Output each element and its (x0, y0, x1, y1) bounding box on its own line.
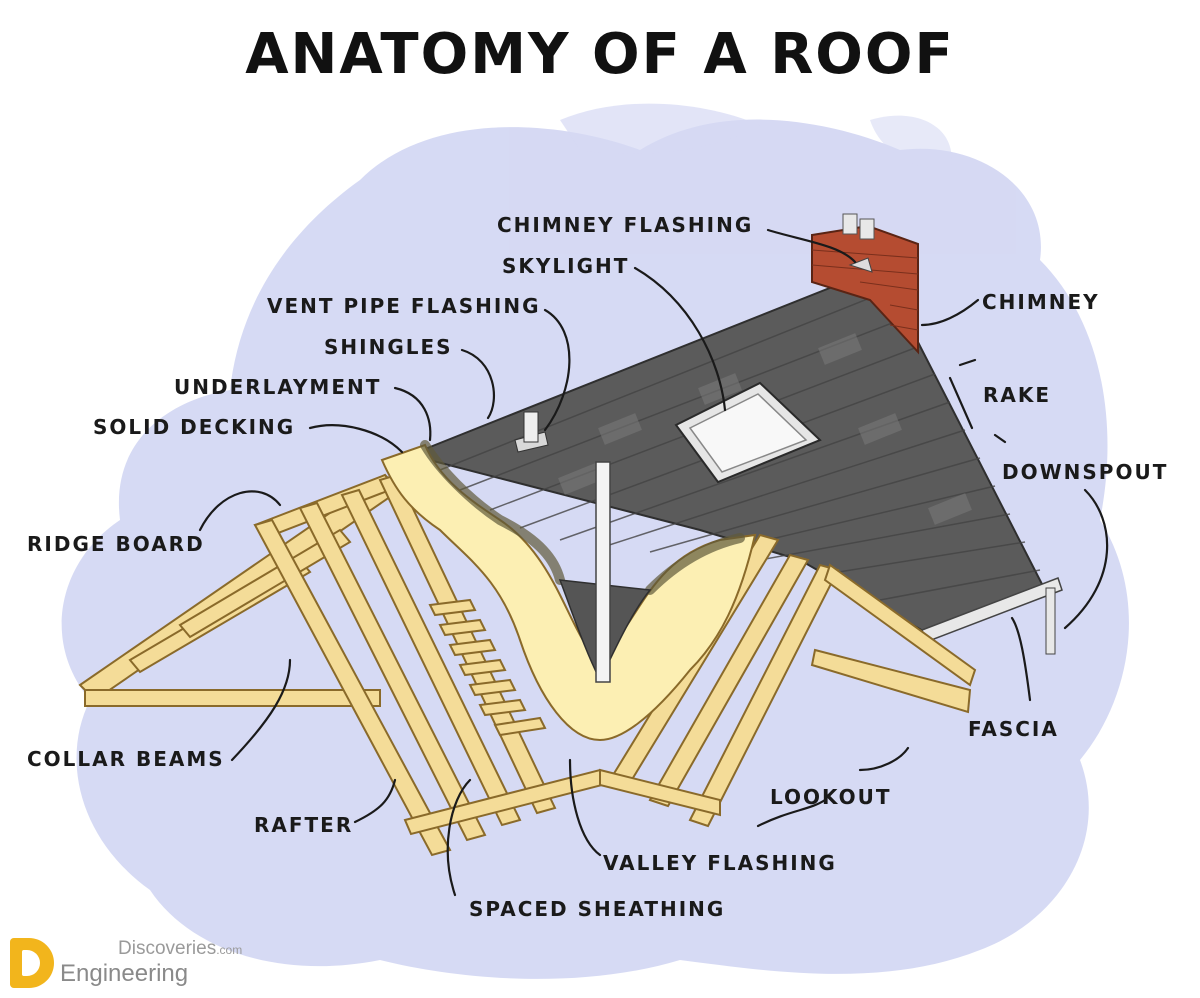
label-vent-pipe-flashing: VENT PIPE FLASHING (267, 294, 541, 318)
label-fascia: FASCIA (968, 717, 1059, 741)
label-downspout: DOWNSPOUT (1002, 460, 1169, 484)
leader-arrows (198, 228, 1109, 897)
label-spaced-sheathing: SPACED SHEATHING (469, 897, 726, 921)
label-shingles: SHINGLES (324, 335, 453, 359)
label-collar-beams: COLLAR BEAMS (27, 747, 225, 771)
label-chimney-flashing: CHIMNEY FLASHING (497, 213, 754, 237)
brand-logo: Discoveries.com Engineering (10, 936, 270, 992)
label-rake: RAKE (983, 383, 1052, 407)
diagram-title: ANATOMY OF A ROOF (245, 22, 955, 87)
label-lookout: LOOKOUT (770, 785, 892, 809)
framing (78, 473, 977, 857)
label-solid-decking: SOLID DECKING (93, 415, 296, 439)
label-ridge-board: RIDGE BOARD (27, 532, 205, 556)
brand-d-icon (10, 938, 54, 988)
brand-line2: Engineering (60, 960, 189, 987)
label-skylight: SKYLIGHT (502, 254, 630, 278)
label-valley-flashing: VALLEY FLASHING (603, 851, 837, 875)
skylight-window (674, 381, 822, 484)
chimney-shape (811, 213, 919, 355)
vent-pipe (514, 411, 549, 453)
label-chimney: CHIMNEY (982, 290, 1100, 314)
label-underlayment: UNDERLAYMENT (174, 375, 382, 399)
brand-line1: Discoveries.com (118, 938, 243, 959)
solid-decking-cutaway (380, 440, 757, 742)
label-rafter: RAFTER (254, 813, 354, 837)
